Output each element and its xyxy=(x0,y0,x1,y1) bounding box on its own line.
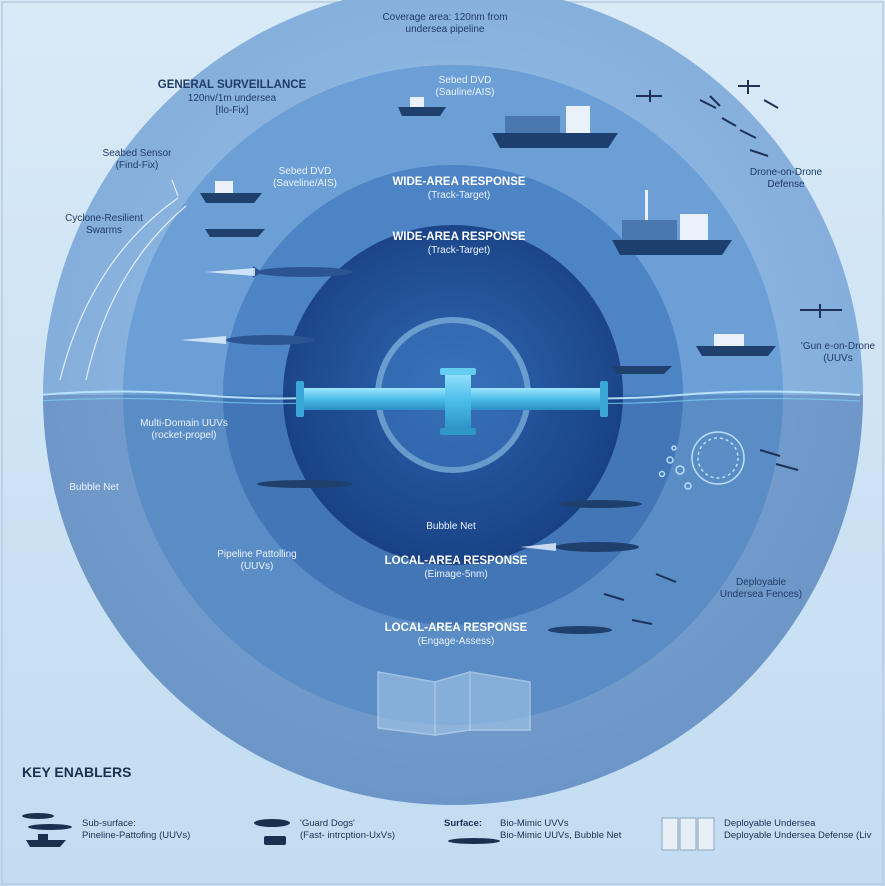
sebed-mid-line-1: Sebed DVD xyxy=(278,166,332,177)
bio-mimic-uuv-icon xyxy=(448,838,500,844)
coverage-label: Coverage area: 120nm from undersea pipel… xyxy=(382,12,507,36)
general-surveillance-label: GENERAL SURVEILLANCE 120nv/1m undersea [… xyxy=(158,79,306,117)
drone-defense-line-2: Defense xyxy=(767,179,805,190)
pipeline-patrolling-label: Pipeline Pattolling (UUVs) xyxy=(217,549,297,573)
bubble-center-text: Bubble Net xyxy=(426,521,476,532)
multi-line-2: (rocket-propel) xyxy=(151,430,217,441)
cyclone-line-1: Cyclone-Resilient xyxy=(65,213,143,224)
legend-item2-line1: 'Guard Dogs' xyxy=(300,818,355,829)
key-enablers-legend: KEY ENABLERS Sub-surface: Pineline-Patto… xyxy=(14,760,885,880)
coverage-line-1: Coverage area: 120nm from xyxy=(382,12,508,23)
wide-area-response-1: WIDE-AREA RESPONSE (Track-Target) xyxy=(392,176,525,202)
legend-item4-line1: Deployable Undersea xyxy=(724,818,816,829)
deployable-fences-label: Deployable Undersea Fences) xyxy=(720,577,802,601)
uuv-torpedo-icon xyxy=(205,266,353,278)
aerial-drone-icon xyxy=(603,80,842,625)
fence-panel-icon xyxy=(377,671,531,736)
seabed-sensor-line-1: Seabed Sensor xyxy=(102,148,172,159)
gun-drone-line-2: (UUVs xyxy=(823,353,853,364)
legend-item3-line1: Bio-Mimic UVVs xyxy=(500,818,569,829)
legend-item4-line2: Deployable Undersea Defense (Liv xyxy=(724,829,872,841)
fences-line-1: Deployable xyxy=(735,577,787,588)
local-area-response-1: LOCAL-AREA RESPONSE (Eimage-5nm) xyxy=(385,555,528,581)
bubble-net-left-label: Bubble Net xyxy=(69,482,118,494)
wide-area-sub-2: (Track-Target) xyxy=(427,244,491,256)
legend-title: KEY ENABLERS xyxy=(22,764,132,780)
uuv-torpedo-icon xyxy=(520,542,639,552)
legend-item1-line2: Pineline-Pattofing (UUVs) xyxy=(82,829,191,841)
guard-dog-uxv-icon xyxy=(254,819,290,845)
uuv-torpedo-icon xyxy=(180,335,314,345)
coverage-line-2: undersea pipeline xyxy=(405,24,485,35)
general-surveillance-title: GENERAL SURVEILLANCE xyxy=(157,79,307,91)
cyclone-swarms-label: Cyclone-Resilient Swarms xyxy=(65,213,143,237)
local-area-response-2: LOCAL-AREA RESPONSE (Engage-Assess) xyxy=(385,622,528,648)
drone-on-drone-label: Drone-on-Drone Defense xyxy=(750,167,822,191)
legend-item2-line2: (Fast- intrcption-UxVs) xyxy=(300,829,396,841)
wide-area-title-1: WIDE-AREA RESPONSE xyxy=(392,176,526,188)
pipeline-patrol-line-1: Pipeline Pattolling xyxy=(217,549,297,560)
gun-on-drone-label: 'Gun e-on-Drone (UUVs xyxy=(801,341,875,365)
sebed-top-line-2: (Sauline/AIS) xyxy=(435,87,495,98)
pipeline-patrol-line-2: (UUVs) xyxy=(240,561,274,572)
surface-ship-icon xyxy=(612,366,672,374)
legend-item-surface: Bio-Mimic UVVs Bio-Mimic UUVs, Bubble Ne… xyxy=(500,818,621,842)
uuv-torpedo-icon xyxy=(22,813,72,847)
cargo-ship-icon xyxy=(612,190,732,255)
general-surveillance-line-2: [Ilo-Fix] xyxy=(215,104,249,116)
surface-ship-icon xyxy=(205,229,265,237)
legend-item-deployable: Deployable Undersea Deployable Undersea … xyxy=(724,818,871,842)
sebed-dvd-top-label: Sebed DVD (Sauline/AIS) xyxy=(436,75,495,99)
wide-area-response-2: WIDE-AREA RESPONSE (Track-Target) xyxy=(392,231,525,257)
legend-item3-line2: Bio-Mimic UUVs, Bubble Net xyxy=(500,829,622,841)
cargo-ship-icon xyxy=(492,106,618,148)
surface-ship-icon xyxy=(200,181,262,203)
surface-ship-icon xyxy=(398,97,446,116)
local-area-title-1: LOCAL-AREA RESPONSE xyxy=(384,555,528,567)
general-surveillance-line-1: 120nv/1m undersea xyxy=(187,92,277,104)
sebed-dvd-mid-label: Sebed DVD (Saveline/AIS) xyxy=(273,166,337,190)
uuv-torpedo-icon xyxy=(548,626,612,634)
wide-area-sub-1: (Track-Target) xyxy=(427,189,491,201)
sebed-top-line-1: Sebed DVD xyxy=(438,75,492,86)
sebed-mid-line-2: (Saveline/AIS) xyxy=(273,178,337,189)
local-area-title-2: LOCAL-AREA RESPONSE xyxy=(384,622,528,634)
uuv-torpedo-icon xyxy=(257,480,353,488)
seabed-sensor-line-2: (Find-Fix) xyxy=(115,160,159,171)
fences-line-2: Undersea Fences) xyxy=(719,589,803,600)
bubble-net-center-label: Bubble Net xyxy=(426,521,475,533)
seabed-sensor-label: Seabed Sensor (Find-Fix) xyxy=(103,148,172,172)
swarm-trajectory-icon xyxy=(59,179,187,381)
legend-item-surface-heading: Surface: xyxy=(444,818,482,830)
cyclone-line-2: Swarms xyxy=(85,225,123,236)
legend-item-subsurface: Sub-surface: Pineline-Pattofing (UUVs) xyxy=(82,818,190,842)
legend-item-guard-dogs: 'Guard Dogs' (Fast- intrcption-UxVs) xyxy=(300,818,395,842)
bubble-left-text: Bubble Net xyxy=(69,482,119,493)
surface-ship-icon xyxy=(696,334,776,356)
multi-domain-uuvs-label: Multi-Domain UUVs (rocket-propel) xyxy=(140,418,228,442)
legend-item1-line1: Sub-surface: xyxy=(82,818,136,829)
uuv-torpedo-icon xyxy=(558,500,642,508)
drone-defense-line-1: Drone-on-Drone xyxy=(749,167,823,178)
pipeline-icon xyxy=(296,368,608,435)
fence-panel-icon xyxy=(661,817,715,851)
local-area-sub-1: (Eimage-5nm) xyxy=(424,568,488,580)
local-area-sub-2: (Engage-Assess) xyxy=(417,635,495,647)
wide-area-title-2: WIDE-AREA RESPONSE xyxy=(392,231,526,243)
gun-drone-line-1: 'Gun e-on-Drone xyxy=(800,341,876,352)
legend-item3-bold: Surface: xyxy=(444,818,483,829)
multi-line-1: Multi-Domain UUVs xyxy=(140,418,228,429)
bubble-ring-icon xyxy=(658,431,745,490)
